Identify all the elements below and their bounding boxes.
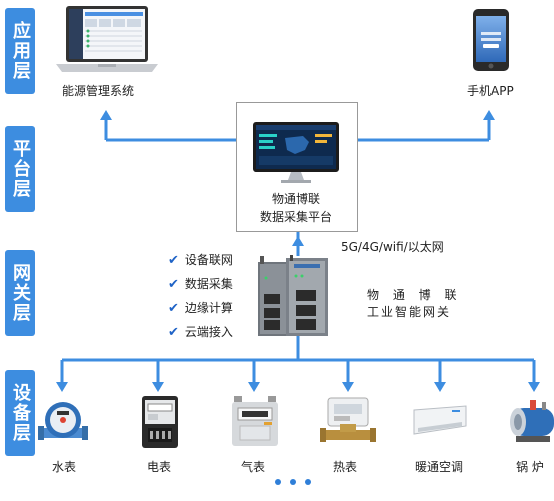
heat-meter-icon <box>320 397 376 442</box>
network-label: 5G/4G/wifi/以太网 <box>341 240 444 254</box>
platform-label-line2: 数据采集平台 <box>259 210 333 224</box>
water-meter-icon <box>38 402 88 440</box>
check-icon: ✔ <box>168 325 179 340</box>
layer-gateway: 网关层 <box>5 250 35 336</box>
hvac-icon <box>413 405 467 435</box>
monitor-icon <box>253 122 339 183</box>
feature-item: ✔云端接入 <box>168 325 233 340</box>
pagination-dot <box>290 479 296 485</box>
mobile-app-label: 手机APP <box>467 84 514 98</box>
phone-icon <box>473 9 509 71</box>
device-label-heat: 热表 <box>332 460 358 474</box>
gas-meter-icon <box>232 396 278 446</box>
layer-platform: 平台层 <box>5 126 35 212</box>
gateway-title-line2: 工业智能网关 <box>367 305 452 319</box>
layer-app: 应用层 <box>5 8 35 94</box>
gateway-title-line1: 物 通 博 联 <box>367 288 462 302</box>
layer-device: 设备层 <box>5 370 35 456</box>
electric-meter-icon <box>142 396 178 448</box>
check-icon: ✔ <box>168 277 179 292</box>
check-icon: ✔ <box>168 301 179 316</box>
boiler-icon <box>510 400 554 442</box>
device-label-hvac: 暖通空调 <box>414 460 464 474</box>
device-label-gas: 气表 <box>240 460 266 474</box>
laptop-icon <box>56 6 158 72</box>
feature-item: ✔数据采集 <box>168 277 233 292</box>
gateway-device-icon <box>258 255 328 336</box>
pagination-dot <box>275 479 281 485</box>
check-icon: ✔ <box>168 253 179 268</box>
platform-label-line1: 物通博联 <box>271 192 321 206</box>
feature-item: ✔边缘计算 <box>168 301 233 316</box>
device-label-water: 水表 <box>51 460 77 474</box>
device-label-electric: 电表 <box>146 460 172 474</box>
device-label-boiler: 锅 炉 <box>516 460 544 474</box>
feature-item: ✔设备联网 <box>168 253 233 268</box>
pagination-dot <box>305 479 311 485</box>
energy-system-label: 能源管理系统 <box>62 84 135 98</box>
